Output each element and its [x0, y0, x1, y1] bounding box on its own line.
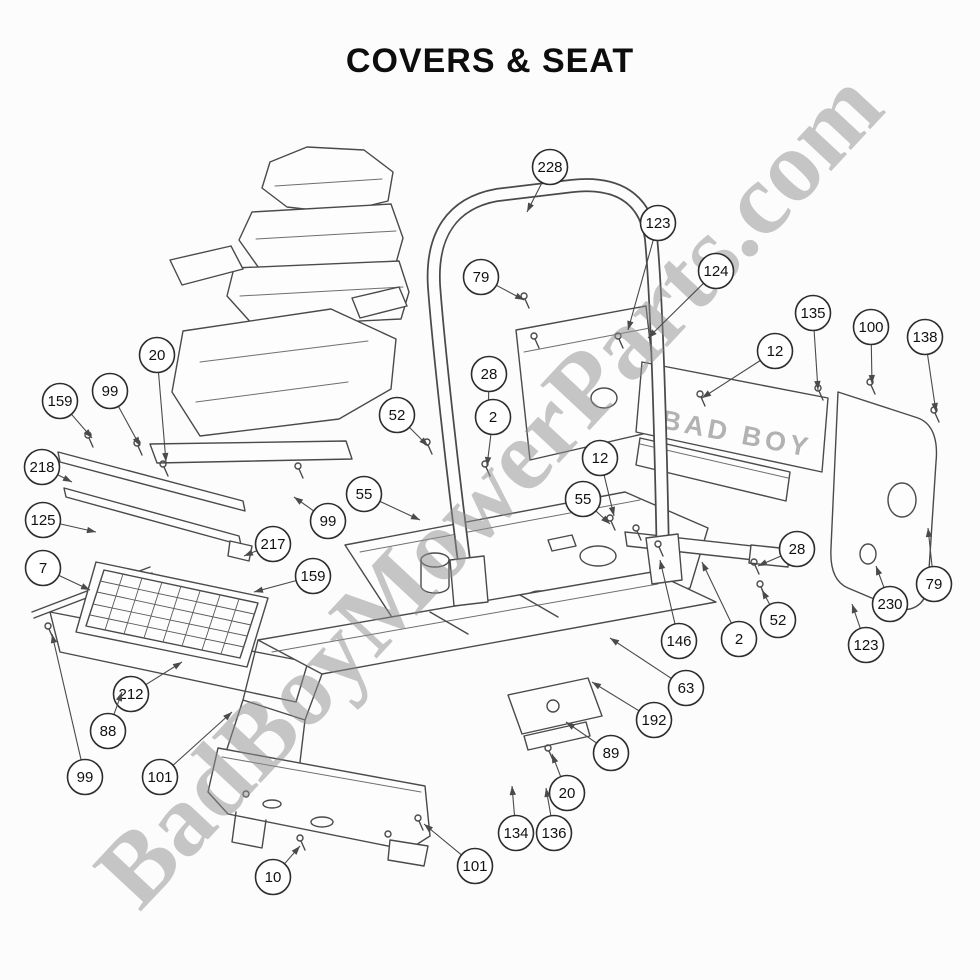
callout-159: 159 — [253, 557, 332, 595]
callout-12: 12 — [701, 332, 794, 399]
callout-212: 212 — [112, 661, 183, 713]
svg-text:2: 2 — [735, 631, 743, 648]
callout-2: 2 — [474, 398, 512, 467]
svg-text:10: 10 — [265, 869, 282, 886]
callout-52: 52 — [378, 396, 429, 447]
callout-218: 218 — [23, 448, 73, 486]
callout-159: 159 — [41, 382, 93, 439]
callout-99: 99 — [91, 372, 141, 447]
rops-bar — [426, 178, 683, 607]
seat-assembly — [149, 146, 410, 464]
callout-230: 230 — [871, 565, 909, 623]
svg-text:135: 135 — [800, 305, 825, 322]
callout-99: 99 — [293, 496, 347, 540]
svg-text:136: 136 — [541, 825, 566, 842]
callout-20: 20 — [138, 336, 176, 463]
svg-text:192: 192 — [641, 712, 666, 729]
svg-text:125: 125 — [30, 512, 55, 529]
callout-146: 146 — [658, 559, 698, 660]
callout-123: 123 — [627, 204, 677, 331]
callout-89: 89 — [565, 721, 630, 772]
side-cover — [830, 391, 938, 611]
callout-101: 101 — [141, 711, 233, 796]
svg-text:52: 52 — [770, 612, 787, 629]
svg-text:20: 20 — [559, 785, 576, 802]
svg-text:230: 230 — [877, 596, 902, 613]
callout-88: 88 — [89, 691, 127, 750]
callout-217: 217 — [243, 525, 292, 563]
svg-text:138: 138 — [912, 329, 937, 346]
svg-text:2: 2 — [489, 409, 497, 426]
svg-text:212: 212 — [118, 686, 143, 703]
svg-text:20: 20 — [149, 347, 166, 364]
callout-12: 12 — [581, 439, 619, 517]
svg-text:99: 99 — [77, 769, 94, 786]
callout-99: 99 — [50, 633, 104, 796]
callout-55: 55 — [345, 475, 421, 521]
callout-20: 20 — [548, 753, 586, 812]
front-bumper — [207, 747, 431, 867]
heat-shield-tray — [49, 561, 309, 703]
callout-125: 125 — [24, 501, 97, 539]
svg-text:123: 123 — [645, 215, 670, 232]
callout-55: 55 — [564, 480, 611, 525]
svg-text:101: 101 — [147, 769, 172, 786]
callout-28: 28 — [757, 530, 816, 568]
svg-text:28: 28 — [481, 366, 498, 383]
svg-text:12: 12 — [592, 450, 609, 467]
svg-text:146: 146 — [666, 633, 691, 650]
svg-text:99: 99 — [102, 383, 119, 400]
callout-79: 79 — [915, 527, 953, 603]
svg-text:159: 159 — [300, 568, 325, 585]
callout-123: 123 — [847, 603, 885, 664]
svg-text:88: 88 — [100, 723, 117, 740]
page-title: COVERS & SEAT — [345, 42, 635, 80]
hitch-bracket — [507, 677, 603, 751]
svg-text:124: 124 — [703, 263, 728, 280]
callout-63: 63 — [609, 637, 705, 707]
callout-192: 192 — [591, 681, 673, 739]
callout-100: 100 — [852, 308, 890, 385]
svg-text:159: 159 — [47, 393, 72, 410]
svg-text:100: 100 — [858, 319, 883, 336]
callout-138: 138 — [906, 318, 944, 413]
callout-79: 79 — [462, 258, 525, 301]
callout-136: 136 — [535, 787, 573, 852]
svg-text:89: 89 — [603, 745, 620, 762]
svg-text:217: 217 — [260, 536, 285, 553]
svg-text:55: 55 — [356, 486, 373, 503]
callout-7: 7 — [24, 549, 91, 591]
callout-28: 28 — [470, 355, 508, 431]
callout-101: 101 — [423, 823, 494, 885]
svg-text:7: 7 — [39, 560, 47, 577]
exploded-drawing: BAD BOY — [31, 146, 940, 867]
callout-135: 135 — [794, 294, 832, 391]
svg-text:134: 134 — [503, 825, 528, 842]
callout-228: 228 — [526, 148, 569, 213]
svg-text:55: 55 — [575, 491, 592, 508]
svg-text:28: 28 — [789, 541, 806, 558]
svg-text:12: 12 — [767, 343, 784, 360]
callout-10: 10 — [254, 845, 301, 896]
svg-text:63: 63 — [678, 680, 695, 697]
callout-52: 52 — [759, 589, 797, 639]
callout-134: 134 — [497, 785, 535, 852]
svg-text:52: 52 — [389, 407, 406, 424]
front-moldings — [31, 451, 253, 619]
svg-text:79: 79 — [926, 576, 943, 593]
callout-124: 124 — [647, 252, 735, 339]
svg-text:228: 228 — [537, 159, 562, 176]
frame-assembly — [225, 491, 791, 763]
svg-text:101: 101 — [462, 858, 487, 875]
callout-2: 2 — [701, 561, 758, 658]
svg-text:79: 79 — [473, 269, 490, 286]
svg-text:123: 123 — [853, 637, 878, 654]
rear-logo-panel: BAD BOY — [635, 361, 829, 502]
svg-text:99: 99 — [320, 513, 337, 530]
svg-text:218: 218 — [29, 459, 54, 476]
